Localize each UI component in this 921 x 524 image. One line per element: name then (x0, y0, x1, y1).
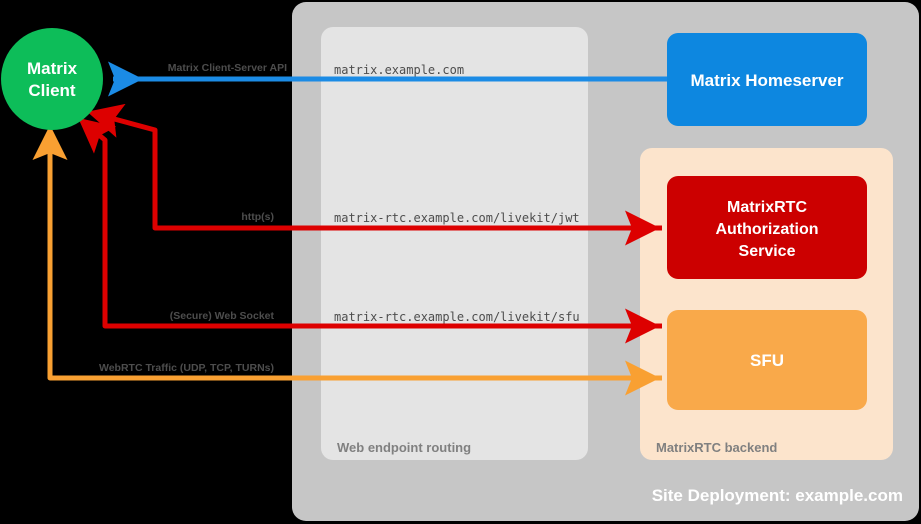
matrixrtc-auth-label-line3: Service (739, 243, 796, 260)
edge-web-socket: (Secure) Web Socket matrix-rtc.example.c… (78, 117, 662, 344)
matrixrtc-backend-label: MatrixRTC backend (656, 440, 777, 455)
node-matrixrtc-authorization-service[interactable]: MatrixRTC Authorization Service (667, 176, 867, 279)
edge-jwt-label: http(s) (241, 211, 274, 223)
matrix-client-label-line2: Client (28, 81, 76, 100)
web-endpoint-routing-label: Web endpoint routing (337, 440, 471, 455)
matrixrtc-auth-label-line1: MatrixRTC (727, 199, 807, 216)
edge-jwt-url: matrix-rtc.example.com/livekit/jwt (334, 211, 580, 225)
matrixrtc-authorization-service-box[interactable] (667, 176, 867, 279)
node-sfu[interactable]: SFU (667, 310, 867, 410)
matrix-client-label-line1: Matrix (27, 59, 78, 78)
sfu-box[interactable] (667, 310, 867, 410)
node-matrix-homeserver[interactable]: Matrix Homeserver (667, 33, 867, 126)
matrix-client-circle[interactable] (1, 28, 103, 130)
matrixrtc-auth-label-line2: Authorization (715, 221, 818, 238)
edge-sfu-ws-label: (Secure) Web Socket (170, 310, 275, 322)
edge-webrtc-traffic: WebRTC Traffic (UDP, TCP, TURNs) (32, 125, 662, 396)
edge-webrtc-label: WebRTC Traffic (UDP, TCP, TURNs) (99, 362, 274, 374)
node-matrix-client[interactable]: Matrix Client (1, 28, 103, 130)
sfu-label: SFU (750, 351, 784, 370)
edge-sfu-ws-url: matrix-rtc.example.com/livekit/sfu (334, 310, 580, 324)
edge-cs-api-label: Matrix Client-Server API (168, 62, 287, 74)
web-endpoint-routing-container (321, 27, 588, 460)
matrix-homeserver-label: Matrix Homeserver (690, 71, 843, 90)
edge-cs-api-url: matrix.example.com (334, 63, 464, 77)
site-deployment-label: Site Deployment: example.com (652, 486, 903, 505)
edge-http-jwt: http(s) matrix-rtc.example.com/livekit/j… (87, 103, 662, 246)
matrix-homeserver-box[interactable] (667, 33, 867, 126)
group-web-endpoint-routing: Web endpoint routing (321, 27, 588, 460)
edge-matrix-client-server-api: Matrix Client-Server API matrix.example.… (108, 61, 667, 97)
